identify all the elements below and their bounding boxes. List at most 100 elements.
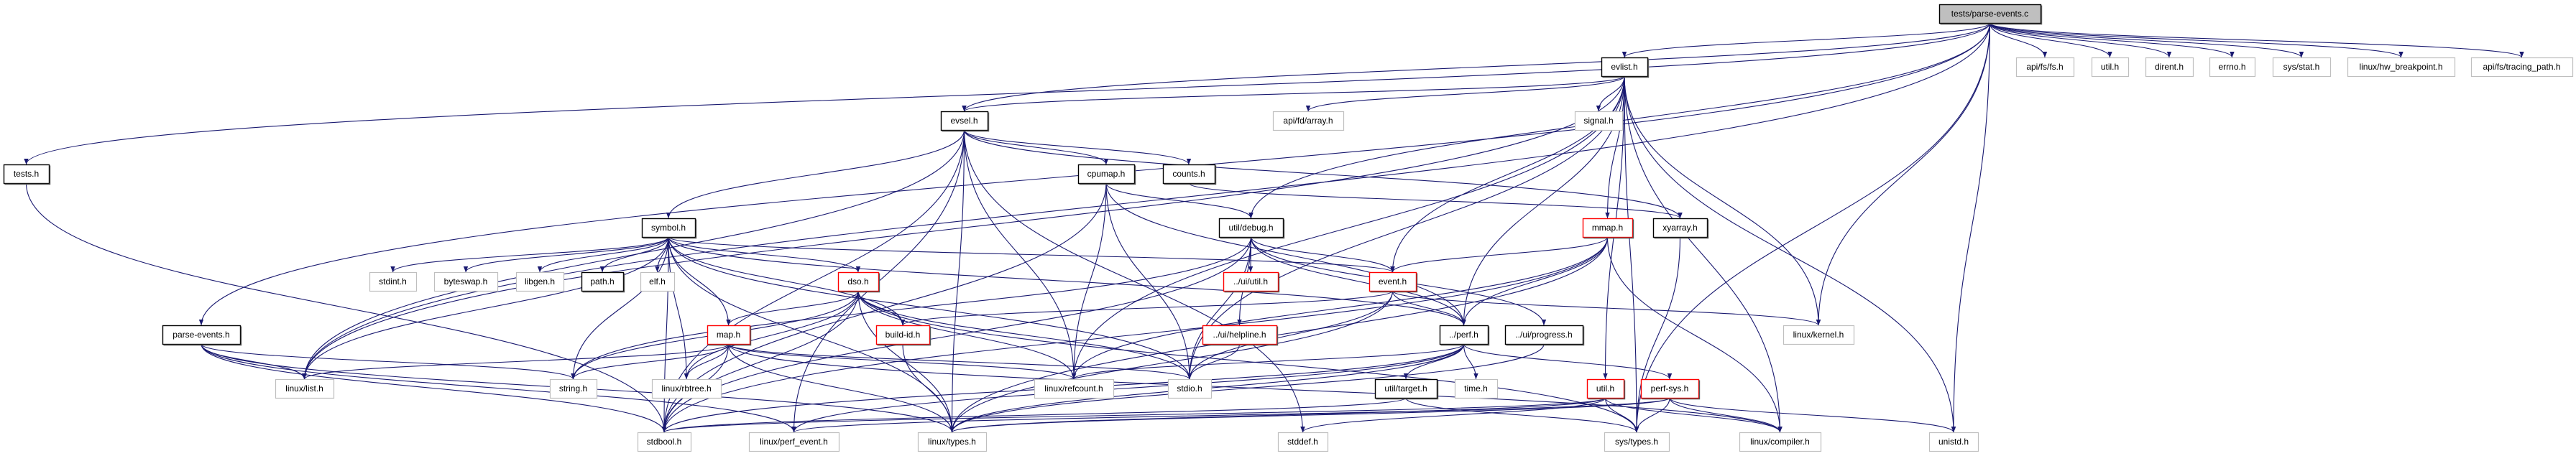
node-box (1640, 378, 1700, 399)
edge-perfsys-to-systypes (1634, 397, 1670, 433)
node-progress[interactable]: ../ui/progress.h (1504, 325, 1585, 346)
edge-counts-to-xyarray (1188, 182, 1683, 219)
edge-target-to-systypes (1405, 397, 1639, 433)
edge-map-to-refcount (727, 343, 1077, 380)
node-label: time.h (1464, 383, 1488, 394)
edge-perfsys-to-unistd (1669, 397, 1956, 433)
node-label: tests/parse-events.c (1951, 9, 2028, 19)
edge-cpumap-to-perf (1105, 182, 1466, 326)
edge-root-to-hwbp (1989, 22, 2404, 58)
node-counts[interactable]: counts.h (1162, 164, 1217, 185)
edge-parseh-to-string (201, 343, 576, 380)
node-target[interactable]: util/target.h (1374, 378, 1439, 400)
node-box (2091, 57, 2130, 78)
edge-evsel-to-xyarray (963, 129, 1683, 219)
node-list: linux/list.h (275, 378, 335, 399)
node-box (2470, 57, 2574, 78)
node-parseh[interactable]: parse-events.h (162, 325, 242, 346)
node-libgen: libgen.h (515, 271, 565, 292)
node-box (581, 271, 625, 292)
node-shadow (1376, 380, 1439, 400)
edge-root-to-list (302, 22, 1991, 380)
edge-util_r-to-stdbool (662, 397, 1606, 433)
node-util_r[interactable]: util.h (1586, 378, 1626, 400)
node-path[interactable]: path.h (581, 271, 625, 293)
node-label: ../ui/helpline.h (1213, 330, 1266, 340)
node-box (1272, 111, 1345, 131)
edge-map-to-compiler (727, 343, 1782, 433)
node-byteswap: byteswap.h (433, 271, 499, 292)
node-label: xyarray.h (1662, 223, 1697, 233)
node-perf[interactable]: ../perf.h (1439, 325, 1490, 346)
node-dso[interactable]: dso.h (837, 271, 880, 293)
node-debug[interactable]: util/debug.h (1218, 218, 1285, 239)
node-cpumap[interactable]: cpumap.h (1077, 164, 1136, 185)
node-label: build-id.h (886, 330, 921, 340)
edge-debug-to-stdbool (661, 236, 1252, 433)
edge-perfsys-to-compiler (1669, 397, 1782, 433)
node-kernel: linux/kernel.h (1782, 325, 1855, 345)
node-box (1162, 164, 1216, 185)
node-mmap[interactable]: mmap.h (1582, 218, 1634, 239)
edge-symbol-to-perf (668, 236, 1466, 326)
node-box (917, 432, 988, 452)
node-label: ../ui/util.h (1233, 276, 1268, 287)
node-box (1782, 325, 1855, 345)
edge-map-to-string (571, 343, 730, 380)
node-layer: tests/parse-events.c tests.h evlist.h api/f… (3, 4, 2574, 452)
edge-debug-to-stdio (1187, 236, 1252, 380)
node-label: evsel.h (950, 116, 978, 126)
edge-evlist-to-event (1390, 75, 1625, 273)
node-map[interactable]: map.h (707, 325, 752, 346)
edge-event-to-types (949, 290, 1394, 433)
node-box (162, 325, 242, 345)
node-box (1368, 271, 1417, 292)
node-label: linux/kernel.h (1793, 330, 1844, 340)
edge-mmap-to-types (949, 236, 1609, 433)
edge-mmap-to-perf (1461, 236, 1609, 326)
node-label: linux/types.h (928, 437, 976, 447)
node-shadow (1203, 326, 1279, 346)
edge-layer (24, 22, 2524, 433)
node-fdarray: api/fd/array.h (1272, 111, 1345, 131)
edge-root-to-apifs (1989, 22, 2048, 58)
edge-map-to-rbtree (684, 343, 730, 380)
edge-dso-to-stdio (857, 290, 1192, 380)
edge-root-to-evsel (962, 22, 1991, 112)
edge-perfsys-to-perfevent (791, 397, 1670, 433)
edge-evsel-to-counts (963, 129, 1192, 165)
node-box (640, 271, 676, 292)
node-label: symbol.h (651, 223, 686, 233)
node-label: sys/types.h (1615, 437, 1658, 447)
node-shadow (643, 219, 697, 239)
edge-evlist-to-list (302, 75, 1625, 380)
node-helpline[interactable]: ../ui/helpline.h (1202, 325, 1279, 346)
node-buildid[interactable]: build-id.h (875, 325, 932, 346)
node-label: dirent.h (2155, 62, 2184, 72)
node-perfsys[interactable]: perf-sys.h (1640, 378, 1701, 400)
node-string: string.h (549, 378, 598, 399)
node-root: tests/parse-events.c (1938, 4, 2043, 25)
node-xyarray[interactable]: xyarray.h (1652, 218, 1709, 239)
node-label: stdint.h (379, 276, 407, 287)
node-box (641, 218, 696, 238)
edge-util_r-to-stddef (1300, 397, 1606, 433)
edge-cpumap-to-debug (1105, 182, 1254, 219)
node-box (1582, 218, 1634, 238)
node-event[interactable]: event.h (1368, 271, 1418, 293)
node-evsel[interactable]: evsel.h (940, 111, 990, 132)
node-elf: elf.h (640, 271, 676, 292)
node-dirent: dirent.h (2145, 57, 2194, 78)
node-evlist[interactable]: evlist.h (1601, 57, 1650, 78)
edge-evlist-to-compiler (1624, 75, 1782, 433)
edge-perf-to-target (1403, 343, 1465, 380)
node-symbol[interactable]: symbol.h (641, 218, 697, 239)
node-tests_h[interactable]: tests.h (3, 164, 51, 185)
node-shadow (1583, 219, 1634, 239)
node-label: cpumap.h (1087, 169, 1126, 179)
node-shadow (1440, 326, 1490, 346)
node-label: linux/hw_breakpoint.h (2359, 62, 2442, 72)
edge-mmap-to-compiler (1606, 236, 1782, 433)
node-sysstat: sys/stat.h (2272, 57, 2332, 78)
node-uiutil[interactable]: ../ui/util.h (1223, 271, 1280, 293)
